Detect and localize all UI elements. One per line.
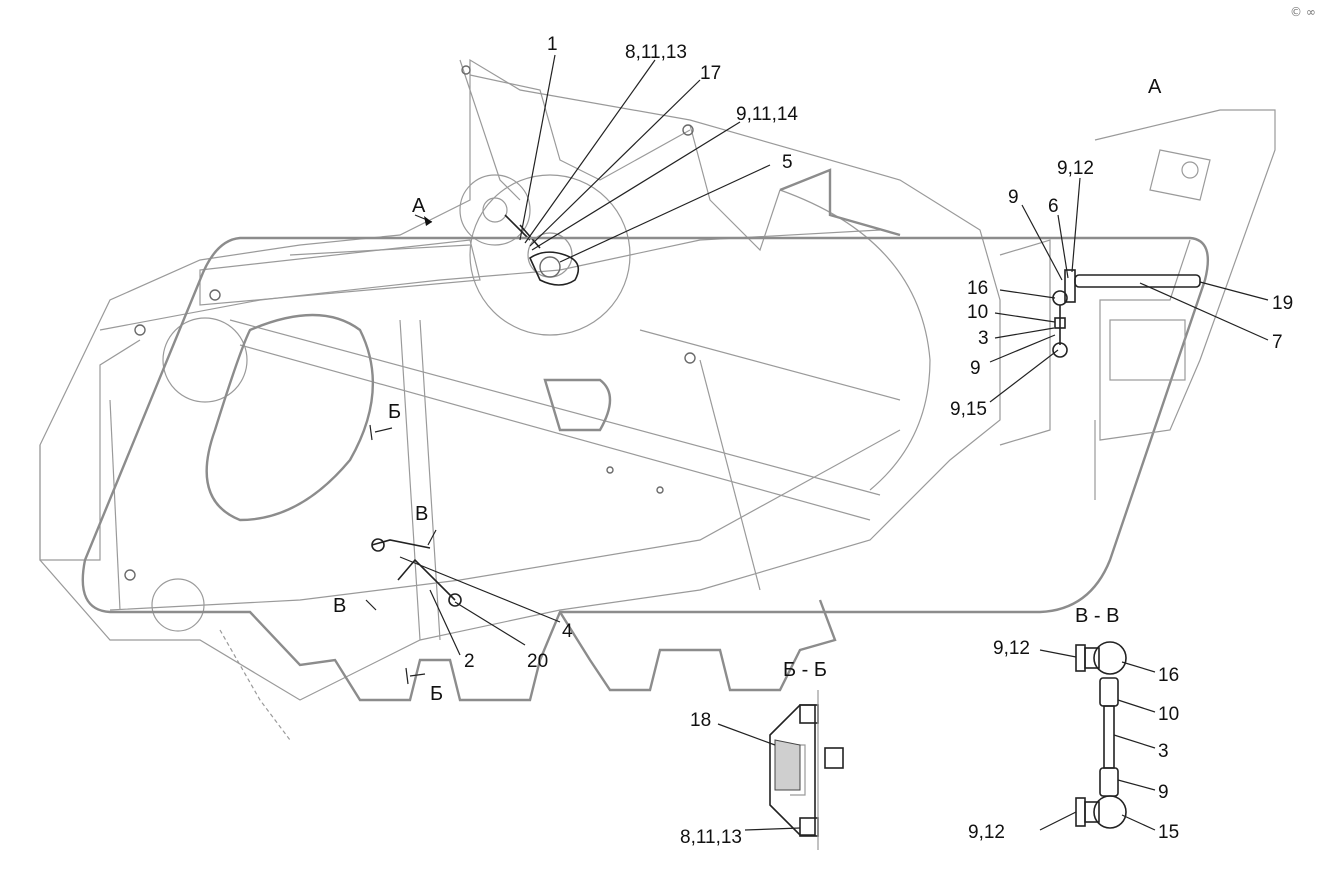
callout-4: 4 xyxy=(562,621,573,642)
section-markers: А Б В В Б xyxy=(333,195,443,705)
callout-v-10: 10 xyxy=(1158,704,1179,725)
watermark: © ∞ xyxy=(81,5,1316,702)
callout-2: 2 xyxy=(464,651,475,672)
callout-v-16: 16 xyxy=(1158,665,1179,686)
housing-outline xyxy=(39,58,1001,701)
section-v-lower-marker: В xyxy=(333,595,346,617)
callout-a-19: 19 xyxy=(1272,293,1293,314)
callout-a-9b: 9 xyxy=(970,358,981,379)
view-a-title: А xyxy=(1148,76,1162,98)
corner-mark: © ∞ xyxy=(1290,5,1316,19)
cam-plate xyxy=(528,251,580,286)
section-v-title: В - В xyxy=(1075,605,1119,627)
callouts-view-a: 9,12 9 6 16 10 3 9 9,15 19 7 xyxy=(950,158,1293,420)
leader-lines xyxy=(399,54,1269,831)
callout-v-3: 3 xyxy=(1158,741,1169,762)
callout-a-10: 10 xyxy=(967,302,988,323)
callout-9-11-14: 9,11,14 xyxy=(736,104,798,125)
section-v-upper-marker: В xyxy=(415,503,428,525)
callout-a-9-12: 9,12 xyxy=(1057,158,1094,179)
section-b-title: Б - Б xyxy=(783,659,827,681)
rod-3 xyxy=(1103,705,1115,769)
left-roller xyxy=(162,317,248,403)
callout-a-9: 9 xyxy=(1008,187,1019,208)
callout-a-9-15: 9,15 xyxy=(950,399,987,420)
callout-v-9: 9 xyxy=(1158,782,1169,803)
callouts-main: 1 8,11,13 17 9,11,14 5 4 2 20 xyxy=(464,34,798,672)
section-b-lower-marker: Б xyxy=(430,683,443,705)
tensioner-link xyxy=(504,214,541,249)
callout-v-15: 15 xyxy=(1158,822,1179,843)
callout-5: 5 xyxy=(782,152,793,173)
callout-17: 17 xyxy=(700,63,721,84)
ball-head-15 xyxy=(1093,795,1127,829)
callout-1: 1 xyxy=(547,34,558,55)
callout-b-8-11-13: 8,11,13 xyxy=(680,827,742,848)
main-assembly-view xyxy=(39,58,1001,741)
main-wheel xyxy=(469,174,631,336)
watermark-outline xyxy=(81,236,1210,702)
callouts-section-b: 18 8,11,13 xyxy=(680,710,742,848)
callout-a-7: 7 xyxy=(1272,332,1283,353)
section-b-upper-marker: Б xyxy=(388,401,401,423)
callout-8-11-13: 8,11,13 xyxy=(625,42,687,63)
section-b-detail xyxy=(769,690,844,850)
view-a-arrow-label: А xyxy=(412,195,426,217)
lower-lever xyxy=(371,539,456,601)
section-v-detail xyxy=(1075,641,1127,829)
view-a-detail xyxy=(999,109,1276,500)
ball-joint-15 xyxy=(1052,342,1068,358)
callout-b-18: 18 xyxy=(690,710,711,731)
callout-a-16: 16 xyxy=(967,278,988,299)
callouts-section-v: 9,12 16 10 3 9 9,12 15 xyxy=(968,638,1179,843)
callout-20: 20 xyxy=(527,651,548,672)
shaft-7 xyxy=(1074,274,1201,288)
callout-a-6: 6 xyxy=(1048,196,1059,217)
callout-v-9-12-bottom: 9,12 xyxy=(968,822,1005,843)
callout-v-9-12-top: 9,12 xyxy=(993,638,1030,659)
callout-a-3: 3 xyxy=(978,328,989,349)
ball-head-16 xyxy=(1093,641,1127,675)
